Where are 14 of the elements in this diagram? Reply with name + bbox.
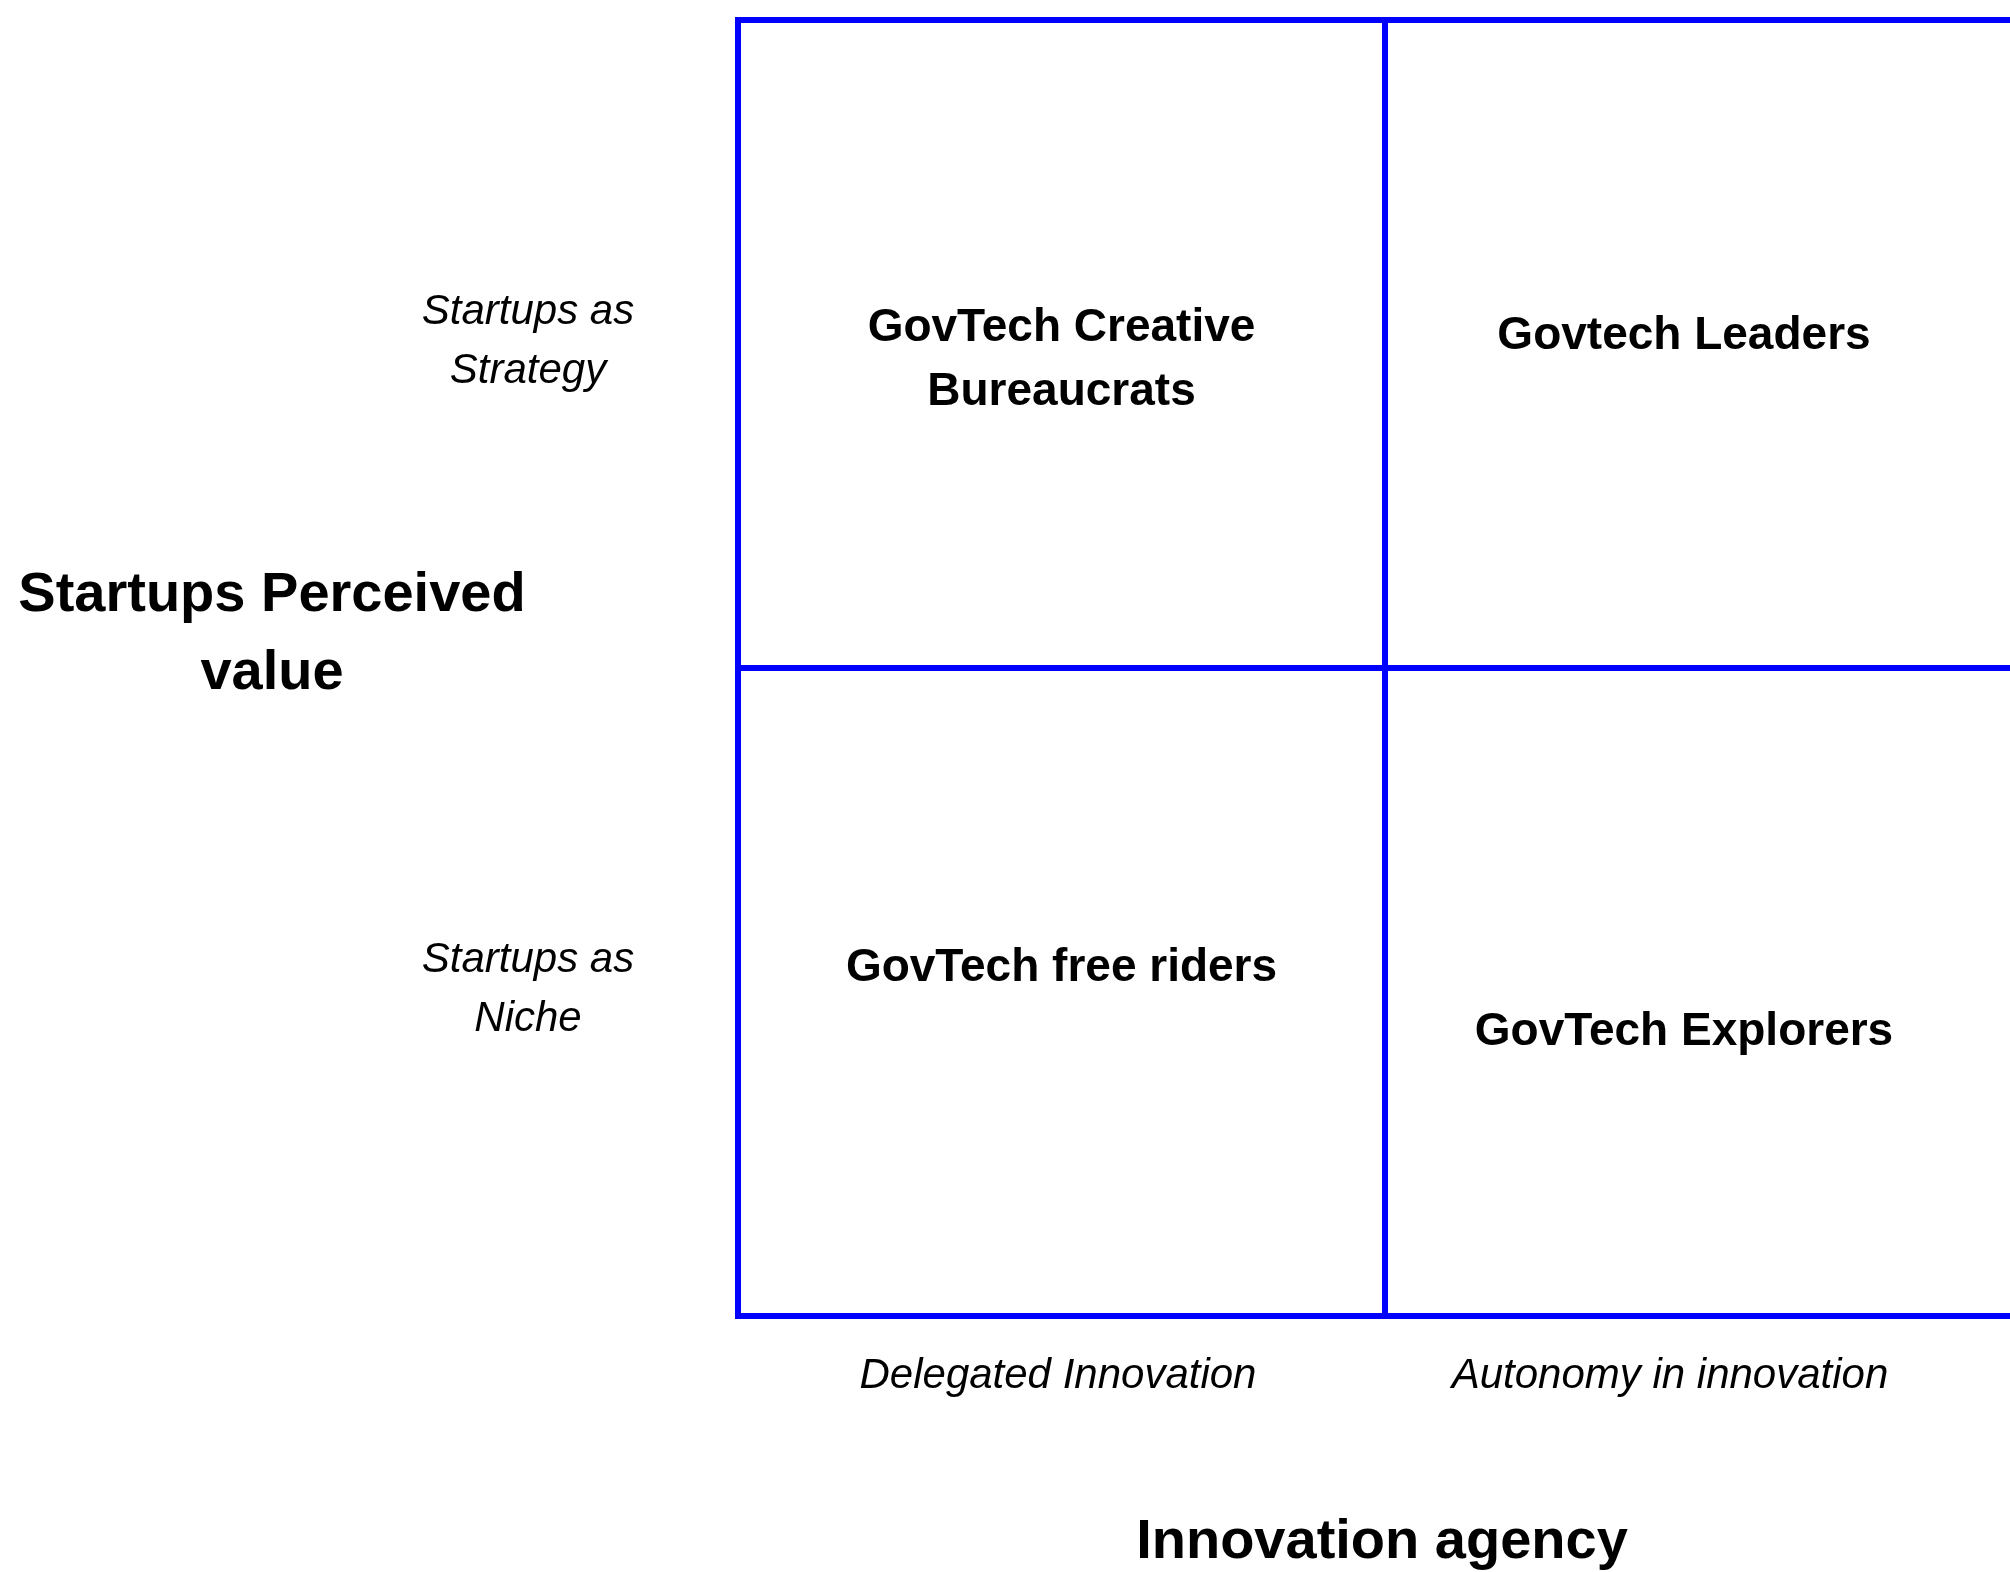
- axis-level-label: Startups as Strategy: [420, 285, 636, 394]
- axis-level-label: Autonomy in innovation: [1449, 1349, 1890, 1399]
- quadrant-cell: [735, 665, 1382, 1319]
- axis-level-label: Delegated Innovation: [858, 1349, 1258, 1399]
- quadrant-title: GovTech free riders: [845, 938, 1278, 993]
- quadrant-title: GovTech Explorers: [1474, 1002, 1894, 1057]
- axis-title: Innovation agency: [1135, 1506, 1629, 1572]
- quadrant-cell: [1382, 665, 2010, 1319]
- quadrant-cell: [735, 17, 1382, 665]
- quadrant-title: GovTech Creative Bureaucrats: [866, 298, 1257, 417]
- quadrant-title: Govtech Leaders: [1497, 306, 1871, 361]
- axis-level-label: Startups as Niche: [420, 933, 636, 1042]
- axis-title: Startups Perceived value: [17, 559, 527, 703]
- quadrant-cell: [1382, 17, 2010, 665]
